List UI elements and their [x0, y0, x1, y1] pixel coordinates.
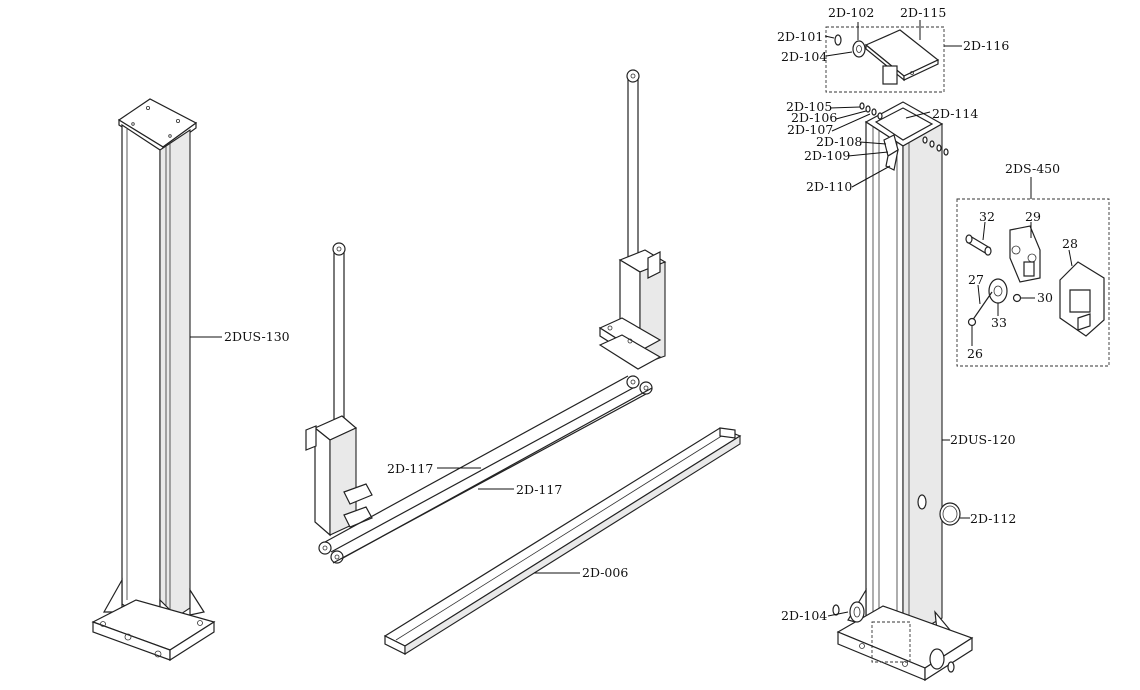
- lock-group-2ds-450: [956, 177, 1110, 367]
- label-27: 27: [968, 272, 984, 287]
- label-2d-106: 2D-106: [791, 110, 837, 125]
- label-2d-112: 2D-112: [970, 511, 1016, 526]
- label-2d-117-b: 2D-117: [516, 482, 562, 497]
- label-2d-107: 2D-107: [787, 122, 833, 137]
- label-2d-104-top: 2D-104: [781, 49, 827, 64]
- label-2d-115: 2D-115: [900, 5, 946, 20]
- label-2d-108: 2D-108: [816, 134, 862, 149]
- label-29: 29: [1025, 209, 1041, 224]
- label-2d-110: 2D-110: [806, 179, 852, 194]
- label-2d-006: 2D-006: [582, 565, 628, 580]
- label-33: 33: [991, 315, 1007, 330]
- label-2ds-450: 2DS-450: [1005, 161, 1060, 176]
- label-2d-114: 2D-114: [932, 106, 978, 121]
- label-2d-117-a: 2D-117: [387, 461, 433, 476]
- label-2d-104-bottom: 2D-104: [781, 608, 827, 623]
- label-32: 32: [979, 209, 995, 224]
- label-28: 28: [1062, 236, 1078, 251]
- carriage-cable-assembly: [305, 69, 667, 564]
- label-2dus-130: 2DUS-130: [224, 329, 290, 344]
- top-hardware-callouts: [829, 102, 949, 188]
- label-2d-109: 2D-109: [804, 148, 850, 163]
- left-column-2dus-130: [91, 98, 222, 662]
- label-2d-105: 2D-105: [786, 99, 832, 114]
- label-2d-102: 2D-102: [828, 5, 874, 20]
- right-column-2dus-120: [827, 101, 974, 682]
- label-30: 30: [1037, 290, 1053, 305]
- top-cap-group-2d-116: [824, 20, 962, 93]
- label-2dus-120: 2DUS-120: [950, 432, 1016, 447]
- label-2d-116: 2D-116: [963, 38, 1009, 53]
- floor-plate-2d-006: [383, 427, 742, 655]
- label-26: 26: [967, 346, 983, 361]
- label-2d-101: 2D-101: [777, 29, 823, 44]
